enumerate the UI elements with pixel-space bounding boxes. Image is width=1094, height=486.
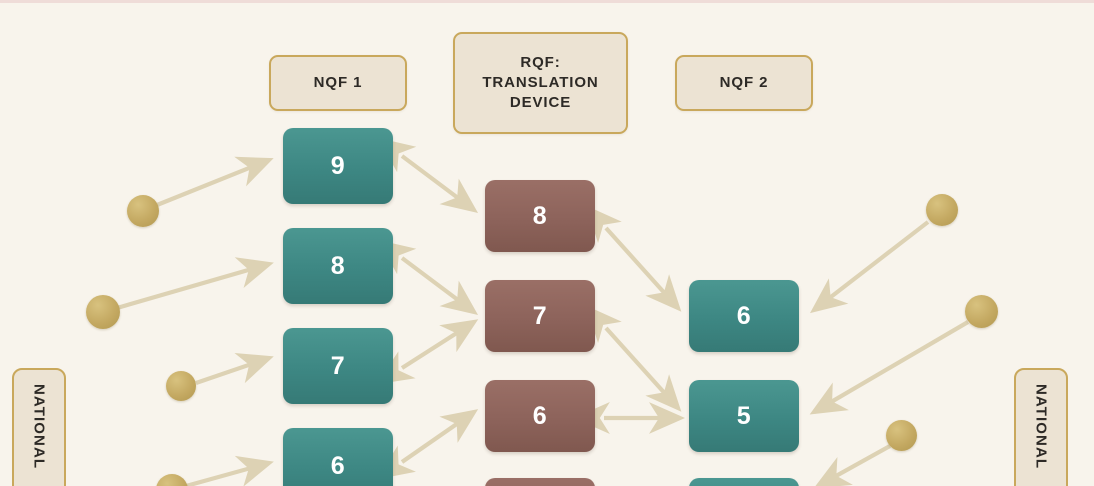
connector-rqf-7-to-n2-5 [585,305,682,412]
level-box-rqf-6[interactable]: 6 [485,380,595,452]
node-dot-right-1[interactable] [926,194,958,226]
connector-dot-r3-to-n2-clip [813,444,892,486]
connector-dot-l1-to-n1-9 [156,156,274,207]
level-box-nqf2-6[interactable]: 6 [689,280,799,352]
node-dot-right-2[interactable] [965,295,998,328]
connector-rqf-8-to-n2-6 [585,205,682,312]
side-label-left[interactable]: NATIONAL [12,368,66,486]
node-dot-left-2[interactable] [86,295,120,329]
connector-n1-7-to-rqf-7 [376,319,479,385]
column-header-rqf-line1: RQF: [520,54,561,72]
connector-n1-6-to-rqf-6 [377,409,479,480]
top-rule [0,0,1094,3]
level-box-rqf-6-label: 6 [532,401,548,430]
node-dot-left-1[interactable] [127,195,159,227]
level-box-nqf1-9[interactable]: 9 [283,128,393,204]
column-header-nqf2-label: NQF 2 [719,74,769,92]
node-dot-left-4[interactable] [156,474,188,486]
side-label-right[interactable]: NATIONAL [1014,368,1068,486]
connector-dot-l4-to-n1-6 [185,455,274,486]
level-box-rqf-clipped[interactable] [485,478,595,486]
node-dot-left-3[interactable] [166,371,196,401]
column-header-rqf[interactable]: RQF: TRANSLATION DEVICE [453,32,628,134]
level-box-rqf-7-label: 7 [532,301,548,330]
level-box-nqf2-5[interactable]: 5 [689,380,799,452]
column-header-rqf-line3: DEVICE [509,93,572,111]
side-label-left-text: NATIONAL [30,384,48,470]
level-box-nqf1-7-label: 7 [330,351,346,380]
connector-dot-l3-to-n1-7 [195,352,274,385]
level-box-rqf-8[interactable]: 8 [485,180,595,252]
connector-dot-r2-to-n2-5 [809,320,970,415]
column-header-nqf2[interactable]: NQF 2 [675,55,813,111]
level-box-nqf1-7[interactable]: 7 [283,328,393,404]
connector-n1-8-to-rqf-7 [377,239,479,316]
level-box-rqf-7[interactable]: 7 [485,280,595,352]
level-box-rqf-8-label: 8 [532,201,548,230]
level-box-nqf2-5-label: 5 [736,401,752,430]
connector-n1-9-to-rqf-8 [377,137,479,214]
column-header-nqf1-label: NQF 1 [313,74,363,92]
column-header-rqf-line2: TRANSLATION [482,74,599,92]
level-box-nqf1-8[interactable]: 8 [283,228,393,304]
level-box-nqf1-6[interactable]: 6 [283,428,393,486]
level-box-nqf1-6-label: 6 [330,451,346,480]
side-label-right-text: NATIONAL [1032,384,1050,470]
level-box-nqf1-8-label: 8 [330,251,346,280]
column-header-nqf1[interactable]: NQF 1 [269,55,407,111]
connector-dot-l2-to-n1-8 [116,257,274,311]
level-box-nqf2-clipped[interactable] [689,478,799,486]
level-box-nqf2-6-label: 6 [736,301,752,330]
level-box-nqf1-9-label: 9 [330,151,346,180]
node-dot-right-3[interactable] [886,420,917,451]
connector-dot-r1-to-n2-6 [810,220,930,314]
